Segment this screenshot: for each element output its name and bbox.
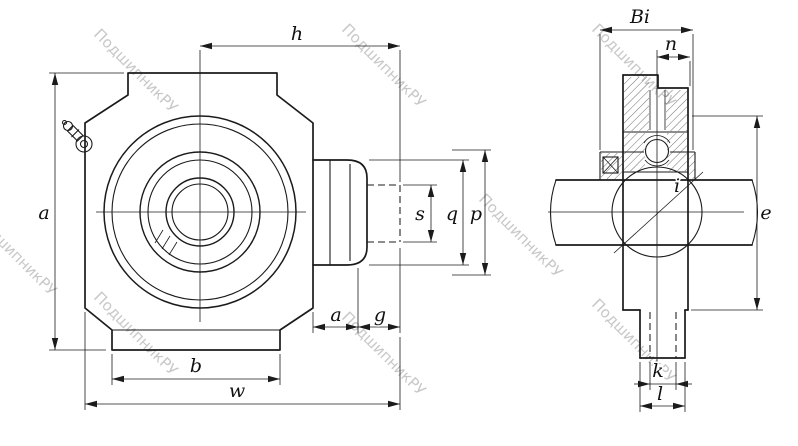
dim-label-l: l — [657, 383, 663, 405]
front-view — [61, 72, 401, 351]
shaft — [550, 179, 758, 246]
dim-label-Bi: Bi — [629, 6, 650, 28]
hidden-slot-lines — [367, 184, 401, 243]
slot-block — [312, 159, 368, 266]
watermark-text: ПодшипникРУ — [475, 190, 566, 281]
dimension-labels: h a s q p a g b w Bi n i e k l — [37, 5, 773, 407]
watermark-text: ПодшипникРУ — [588, 295, 679, 386]
grease-fitting-icon — [61, 119, 93, 153]
extension-lines — [49, 34, 763, 412]
dim-label-a-side: a — [38, 202, 49, 224]
dim-label-n: n — [665, 33, 677, 55]
dimension-lines — [51, 26, 761, 410]
dim-label-w: w — [229, 380, 245, 402]
bore-sphere-circle — [611, 166, 703, 258]
watermarks: ПодшипникРУ ПодшипникРУ ПодшипникРУ Подш… — [0, 20, 679, 399]
side-view — [548, 50, 758, 372]
dim-label-q: q — [446, 203, 458, 225]
section-hatching — [601, 77, 695, 179]
dim-label-b: b — [190, 355, 202, 377]
bearing-ball — [643, 135, 671, 167]
dim-label-s: s — [415, 203, 425, 225]
watermark-text: ПодшипникРУ — [90, 25, 181, 116]
dim-label-a-bottom: a — [330, 304, 341, 326]
dim-label-h: h — [291, 23, 303, 45]
dim-label-k: k — [652, 360, 664, 382]
housing-section-outline — [599, 74, 696, 311]
watermark-text: ПодшипникРУ — [338, 20, 429, 111]
dim-line-i-diagonal — [613, 171, 704, 254]
dim-label-g: g — [374, 304, 386, 326]
front-centerlines — [96, 108, 306, 322]
bore-knurl-marks — [154, 229, 178, 256]
dim-label-i: i — [674, 175, 680, 197]
bottom-slot-tab — [622, 309, 689, 359]
side-centerlines — [548, 50, 744, 372]
watermark-text: ПодшипникРУ — [0, 208, 60, 299]
set-screw — [602, 156, 619, 174]
dim-label-p: p — [470, 203, 482, 225]
dim-label-e: e — [760, 202, 771, 224]
bearing-circles — [103, 115, 297, 309]
housing-outline — [84, 72, 314, 351]
